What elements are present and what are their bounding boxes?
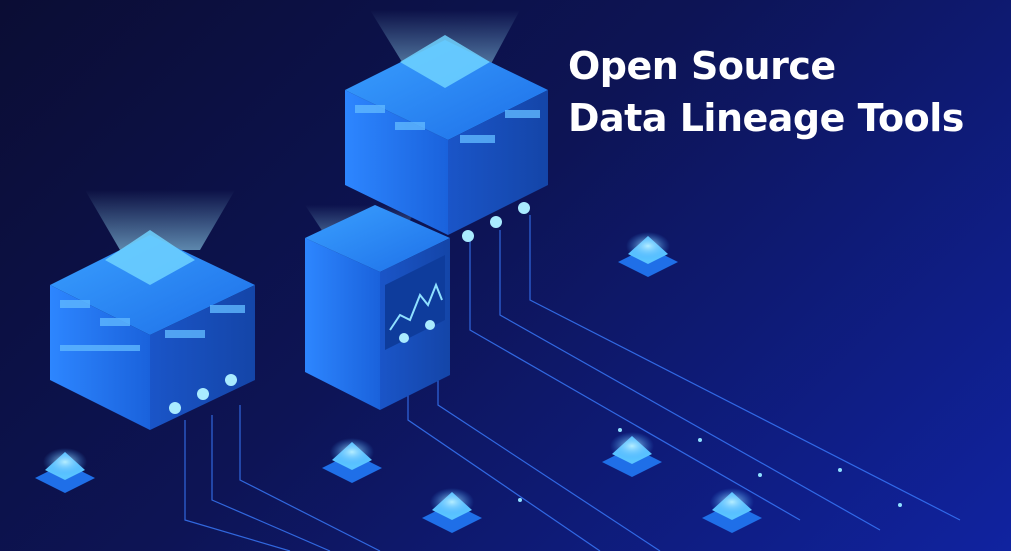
data-line (499, 230, 881, 531)
server-left (50, 190, 255, 430)
glow-pad (618, 232, 678, 277)
glow-pad (35, 448, 95, 493)
glow-pad (702, 488, 762, 533)
banner-title-line-2: Data Lineage Tools (568, 96, 964, 140)
data-line (529, 215, 961, 521)
light-beam (85, 190, 235, 250)
glow-pad (602, 432, 662, 477)
chart-line (389, 282, 443, 331)
data-line (184, 420, 291, 551)
banner-title: Open Source Data Lineage Tools (568, 40, 964, 144)
data-line (211, 415, 331, 551)
data-line (469, 240, 801, 521)
banner-title-line-1: Open Source (568, 44, 836, 88)
server-middle (305, 205, 450, 410)
glow-pad (322, 438, 382, 483)
data-lines (184, 215, 961, 551)
server-right (345, 10, 548, 242)
data-line-dots (518, 428, 902, 507)
data-line (239, 405, 381, 551)
glow-pad (422, 488, 482, 533)
